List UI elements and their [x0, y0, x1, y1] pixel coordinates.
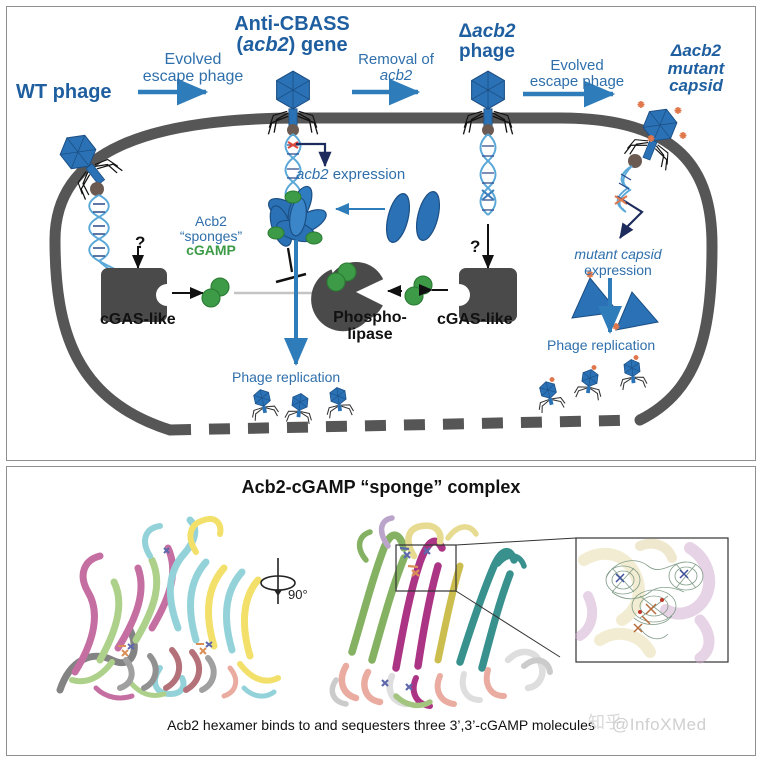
label-acb2-sponges-cgamp: Acb2 “sponges” cGAMP [170, 214, 252, 258]
label-acb2-expression: acb2 expression [296, 166, 406, 183]
phospholipase-line2: lipase [347, 325, 393, 343]
mutant-capsid-line1: mutant capsid [574, 246, 662, 262]
acb2-sponges-line1: Acb2 [195, 213, 227, 229]
acb2-sponges-line2: “sponges” [179, 227, 243, 244]
label-cgas-like-right: cGAS-like [437, 311, 513, 328]
label-phage-replication-right: Phage replication [547, 337, 656, 353]
watermark-zhihu: 知乎 [588, 713, 622, 732]
label-question-mark-left: ? [135, 233, 146, 252]
bottom-panel-title: Acb2-cGAMP “sponge” complex [241, 477, 521, 497]
label-phage-replication-left: Phage replication [232, 369, 341, 385]
watermark-infoxmed: @InfoXMed [612, 715, 707, 734]
phospholipase-line1: Phospho- [333, 309, 407, 326]
bottom-panel-caption: Acb2 hexamer binds to and sequesters thr… [167, 717, 595, 733]
label-anti-cbass-gene: Anti-CBASS(acb2) gene [234, 13, 350, 56]
acb2-sponges-line3: cGAMP [186, 242, 236, 259]
mutant-capsid-line2: expression [584, 261, 652, 278]
label-wt-phage: WT phage [16, 81, 112, 103]
bottom-panel-structure [6, 466, 756, 756]
label-mutant-capsid-expression: mutant capsid expression [558, 246, 678, 278]
label-phospholipase: Phospho- lipase [322, 309, 418, 344]
label-question-mark-right: ? [470, 237, 481, 256]
label-cgas-like-left: cGAS-like [100, 311, 176, 328]
label-rotation-degrees: 90° [288, 587, 308, 602]
